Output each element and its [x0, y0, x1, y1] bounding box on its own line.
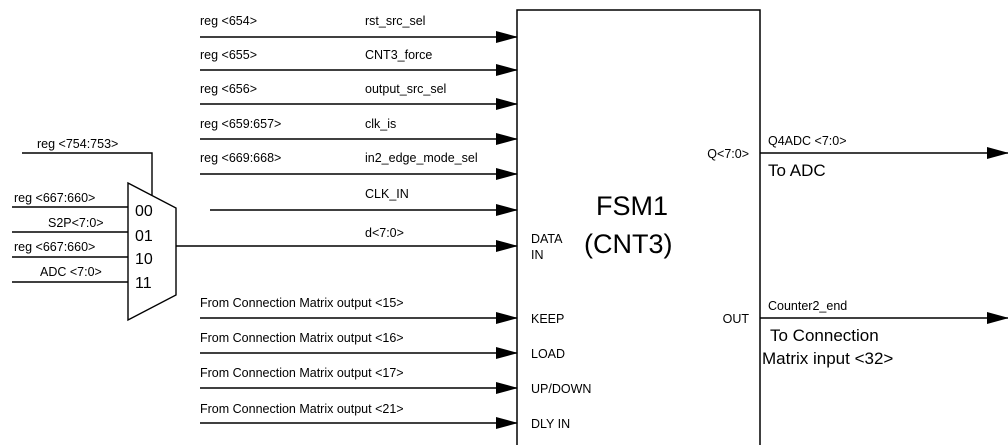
input-data-bus: d<7:0> — [176, 226, 518, 252]
output-destination: To ADC — [768, 161, 826, 180]
mux-code: 00 — [135, 203, 153, 220]
matrix-input-label: From Connection Matrix output <16> — [200, 331, 404, 345]
port-keep: KEEP — [531, 312, 564, 326]
output-destination-line1: To Connection — [770, 326, 879, 345]
reg-input-clk-is: reg <659:657> clk_is — [200, 117, 518, 145]
input-clk-in: CLK_IN — [210, 187, 518, 216]
matrix-input-load: From Connection Matrix output <16> — [200, 331, 518, 359]
reg-label: reg <655> — [200, 48, 257, 62]
output-signal-label: Q4ADC <7:0> — [768, 134, 847, 148]
port-load: LOAD — [531, 347, 565, 361]
signal-label: d<7:0> — [365, 226, 404, 240]
signal-label: output_src_sel — [365, 82, 446, 96]
matrix-input-label: From Connection Matrix output <15> — [200, 296, 404, 310]
matrix-input-dly-in: From Connection Matrix output <21> — [200, 402, 518, 429]
matrix-input-keep: From Connection Matrix output <15> — [200, 296, 518, 324]
mux-code: 01 — [135, 228, 153, 245]
port-q: Q<7:0> — [707, 147, 749, 161]
port-data-in-line2: IN — [531, 248, 544, 262]
reg-label: reg <659:657> — [200, 117, 281, 131]
signal-label: CNT3_force — [365, 48, 432, 62]
reg-label: reg <669:668> — [200, 151, 281, 165]
signal-label: rst_src_sel — [365, 14, 425, 28]
reg-input-output-src-sel: reg <656> output_src_sel — [200, 82, 518, 110]
mux-select-label: reg <754:753> — [37, 137, 118, 151]
output-counter2-end: Counter2_end To Connection Matrix input … — [760, 299, 1008, 368]
mux-select-wire — [22, 152, 153, 195]
port-out: OUT — [723, 312, 750, 326]
reg-label: reg <656> — [200, 82, 257, 96]
fsm-subtitle: (CNT3) — [584, 229, 673, 259]
signal-label: in2_edge_mode_sel — [365, 151, 478, 165]
mux-input-label: ADC <7:0> — [40, 265, 102, 279]
mux-input-label: S2P<7:0> — [48, 216, 104, 230]
fsm-title: FSM1 — [596, 191, 668, 221]
reg-input-in2-edge-mode-sel: reg <669:668> in2_edge_mode_sel — [200, 151, 518, 180]
mux-input-label: reg <667:660> — [14, 240, 95, 254]
output-destination-line2: Matrix input <32> — [762, 349, 893, 368]
port-dly-in: DLY IN — [531, 417, 570, 431]
fsm-block — [516, 9, 761, 445]
matrix-input-updown: From Connection Matrix output <17> — [200, 366, 518, 394]
reg-input-rst-src-sel: reg <654> rst_src_sel — [200, 14, 518, 43]
mux-code: 10 — [135, 251, 153, 268]
mux-input-00: reg <667:660> 00 — [12, 191, 153, 220]
mux-input-10: reg <667:660> 10 — [12, 240, 153, 268]
signal-label: CLK_IN — [365, 187, 409, 201]
reg-label: reg <654> — [200, 14, 257, 28]
mux-input-11: ADC <7:0> 11 — [12, 265, 152, 292]
matrix-input-label: From Connection Matrix output <17> — [200, 366, 404, 380]
output-signal-label: Counter2_end — [768, 299, 847, 313]
mux-input-01: S2P<7:0> 01 — [12, 216, 153, 245]
output-q4adc: Q4ADC <7:0> To ADC — [760, 134, 1008, 180]
signal-label: clk_is — [365, 117, 396, 131]
mux-code: 11 — [135, 275, 152, 292]
port-data-in-line1: DATA — [531, 232, 563, 246]
mux-input-label: reg <667:660> — [14, 191, 95, 205]
port-updown: UP/DOWN — [531, 382, 591, 396]
reg-input-cnt3-force: reg <655> CNT3_force — [200, 48, 518, 76]
matrix-input-label: From Connection Matrix output <21> — [200, 402, 404, 416]
mux-body — [127, 181, 177, 322]
